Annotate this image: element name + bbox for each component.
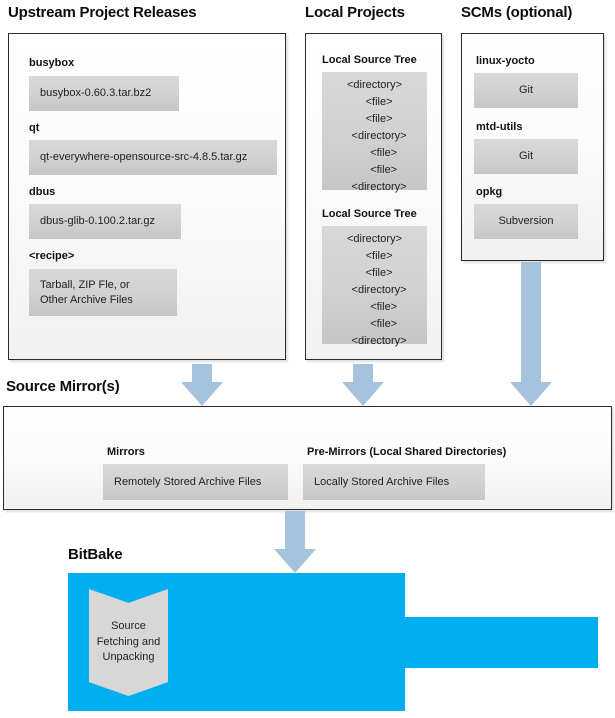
local-source-tree-label-2: Local Source Tree <box>322 208 417 220</box>
upstream-chip-dbus: dbus-glib-0.100.2.tar.gz <box>29 204 181 239</box>
scms-panel: linux-yocto Git mtd-utils Git opkg Subve… <box>461 33 604 261</box>
source-mirrors-label-pre-mirrors: Pre-Mirrors (Local Shared Directories) <box>307 446 507 458</box>
source-mirrors-section-title: Source Mirror(s) <box>6 378 120 395</box>
local-projects-panel: Local Source Tree <directory> <file> <fi… <box>305 33 442 360</box>
upstream-section-title: Upstream Project Releases <box>8 4 197 21</box>
scms-chip-opkg: Subversion <box>474 204 578 239</box>
upstream-item-label-dbus: dbus <box>29 186 56 198</box>
bitbake-task-source-fetching-and-unpacking: Source Fetching and Unpacking <box>89 589 168 696</box>
upstream-item-label-recipe: <recipe> <box>29 250 75 262</box>
upstream-chip-busybox: busybox-0.60.3.tar.bz2 <box>29 76 179 111</box>
scms-section-title: SCMs (optional) <box>461 4 573 21</box>
scms-chip-linux-yocto: Git <box>474 73 578 108</box>
local-source-tree-chip-2: <directory> <file> <file> <directory> <f… <box>322 226 427 347</box>
local-source-tree-label-1: Local Source Tree <box>322 54 417 66</box>
local-source-tree-chip-1: <directory> <file> <file> <directory> <f… <box>322 72 427 193</box>
arrow-local-projects-to-mirrors <box>341 364 385 406</box>
scms-item-label-linux-yocto: linux-yocto <box>476 55 535 67</box>
upstream-item-label-qt: qt <box>29 122 40 134</box>
arrow-scms-to-mirrors <box>509 262 553 406</box>
local-projects-section-title: Local Projects <box>305 4 405 21</box>
upstream-chip-qt: qt-everywhere-opensource-src-4.8.5.tar.g… <box>29 140 277 175</box>
upstream-chip-recipe: Tarball, ZIP Fle, or Other Archive Files <box>29 269 177 316</box>
scms-item-label-mtd-utils: mtd-utils <box>476 121 523 133</box>
upstream-panel: busybox busybox-0.60.3.tar.bz2 qt qt-eve… <box>8 33 286 360</box>
bitbake-extension-block <box>405 617 598 668</box>
source-mirrors-chip-remote: Remotely Stored Archive Files <box>103 464 288 500</box>
upstream-item-label-busybox: busybox <box>29 57 75 69</box>
arrow-mirrors-to-bitbake <box>273 511 317 573</box>
scms-item-label-opkg: opkg <box>476 186 503 198</box>
source-mirrors-label-mirrors: Mirrors <box>107 446 145 458</box>
arrow-upstream-to-mirrors <box>180 364 224 406</box>
scms-chip-mtd-utils: Git <box>474 139 578 174</box>
source-mirrors-panel: Mirrors Remotely Stored Archive Files Pr… <box>3 406 612 510</box>
source-mirrors-chip-local: Locally Stored Archive Files <box>303 464 485 500</box>
bitbake-section-title: BitBake <box>68 546 123 563</box>
